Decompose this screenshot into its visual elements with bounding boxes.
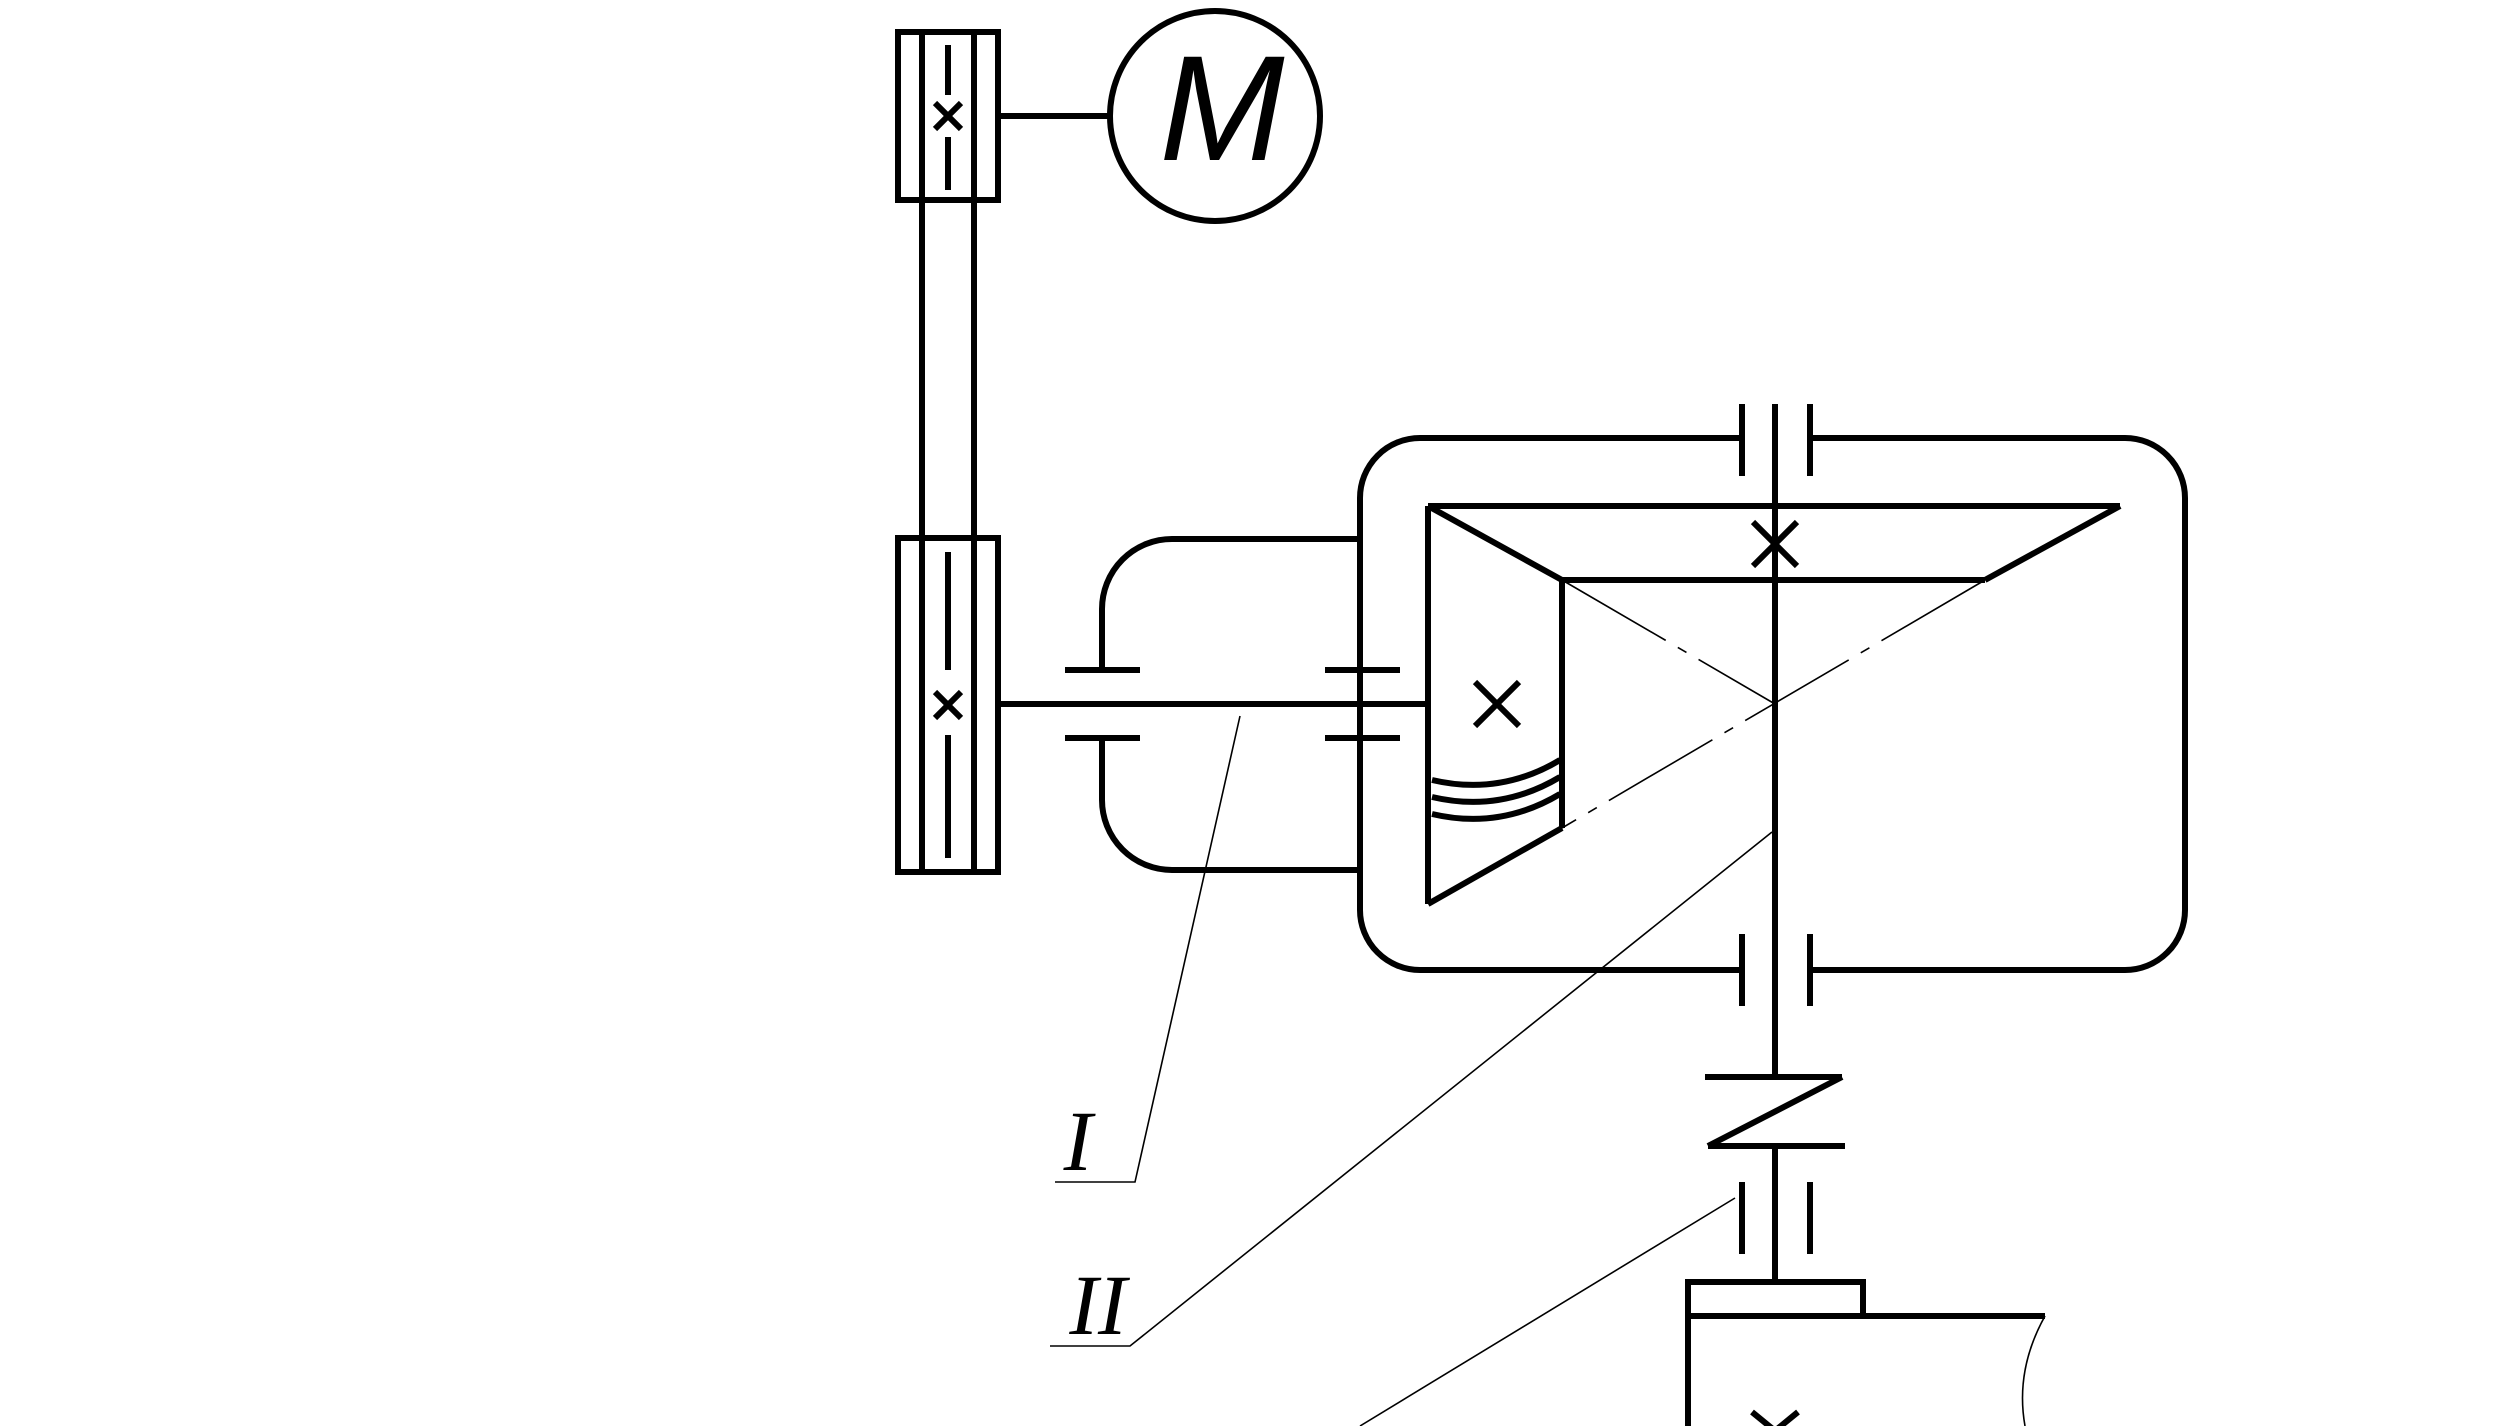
gearbox-bottom-bearing — [1739, 934, 1813, 1006]
label-shaft-2: II — [1068, 1257, 1130, 1353]
bearing-housing — [1099, 536, 1360, 668]
bearing-left — [1065, 667, 1140, 741]
cone-axis-2 — [1561, 579, 1986, 829]
motor-label: M — [1160, 24, 1285, 192]
driven-bevel-gear — [1426, 503, 2122, 583]
input-shaft-assembly — [998, 536, 1428, 873]
electric-motor: M — [998, 8, 1323, 224]
safety-coupling — [1705, 1074, 1845, 1149]
bevel-gearbox — [1357, 404, 2188, 1075]
gearbox-housing — [1357, 435, 2188, 973]
leader-line-1 — [1055, 715, 1241, 1183]
label-shaft-1: I — [1063, 1093, 1096, 1189]
leader-line-2 — [1050, 831, 1773, 1347]
gearbox-top-bearing — [1739, 404, 1813, 476]
driven-pulley — [895, 535, 1001, 875]
cone-axis-1 — [1561, 579, 1776, 705]
driving-bevel-gear — [1425, 506, 1565, 907]
belt-drive — [895, 29, 1001, 875]
leader-line-3 — [1359, 1197, 1736, 1426]
motor-circle — [1107, 8, 1323, 224]
lower-housing — [1685, 1279, 2046, 1426]
motor-pulley — [895, 29, 1001, 203]
lower-bearing — [1739, 1182, 1813, 1254]
